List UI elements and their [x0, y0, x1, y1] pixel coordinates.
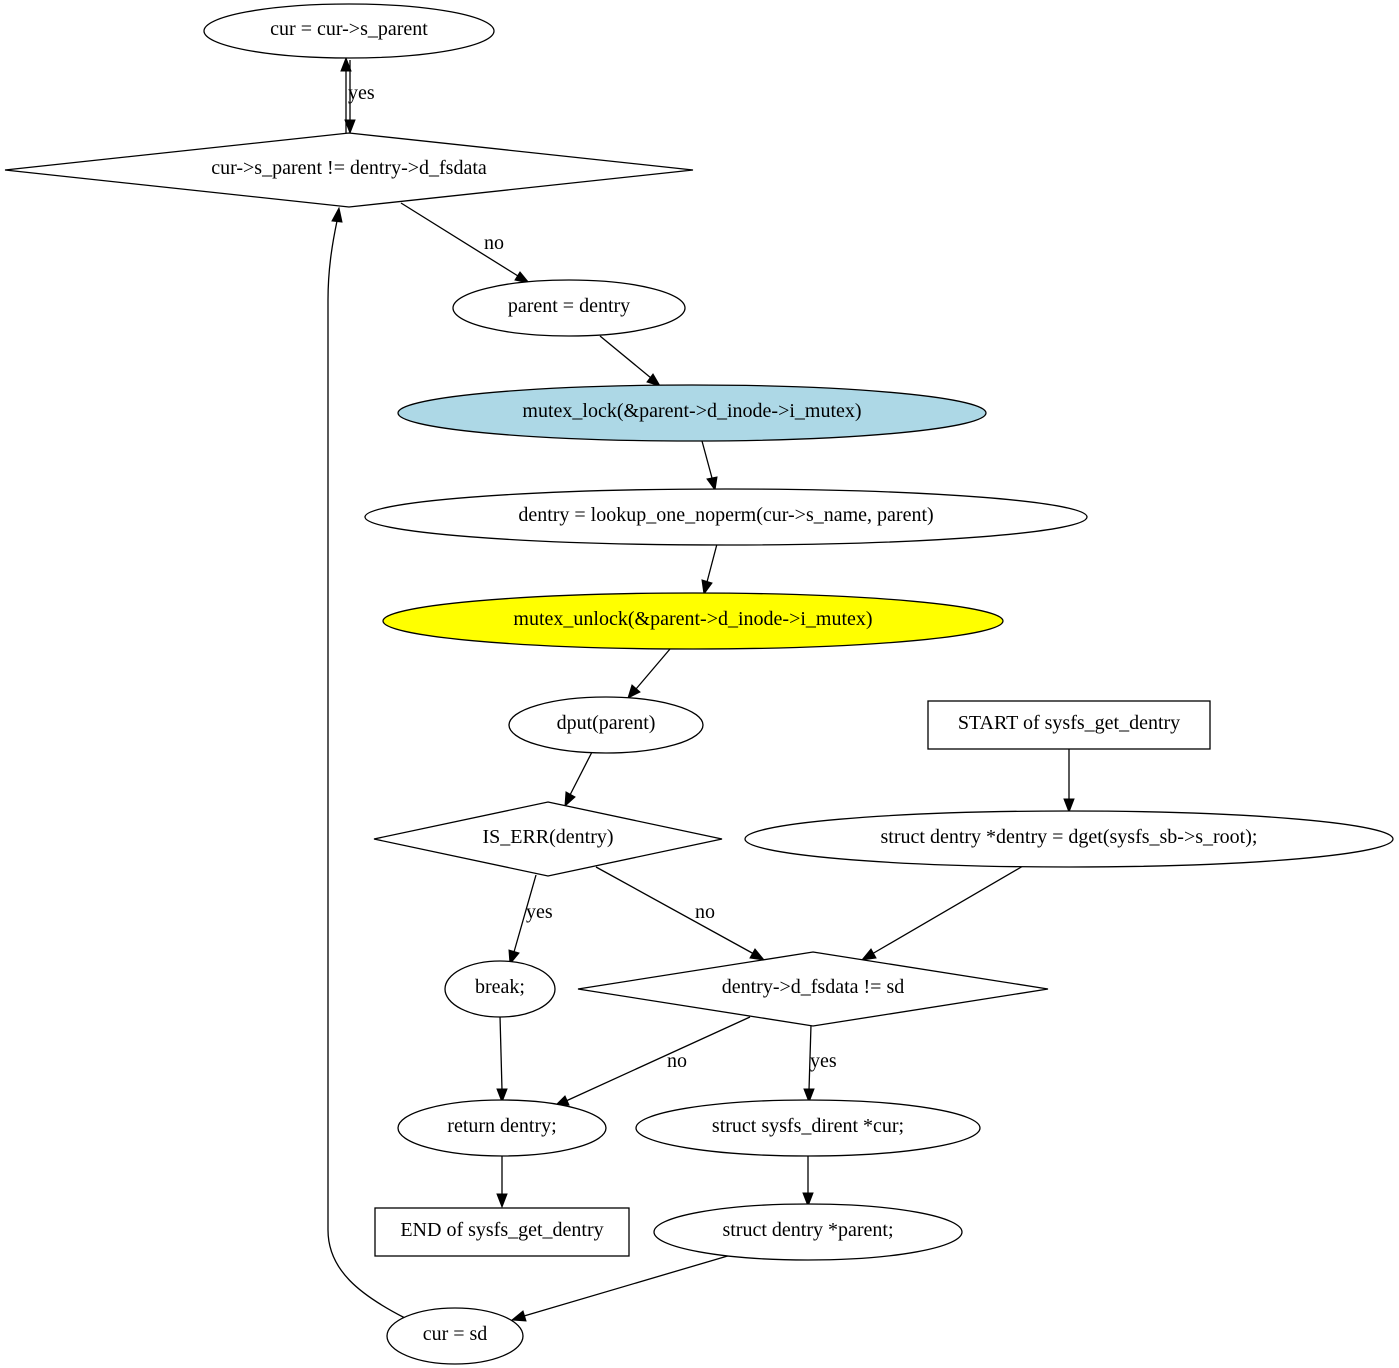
- node-cur-parent-label: cur = cur->s_parent: [270, 18, 428, 40]
- node-mutex-lock[interactable]: mutex_lock(&parent->d_inode->i_mutex): [397, 384, 987, 442]
- edge-cond-fsdata-to-return: [553, 1016, 751, 1107]
- edge-start-to-dget: [1063, 749, 1075, 814]
- edge-mutex-lock-to-lookup: [701, 440, 718, 492]
- edge-parent-dentry-to-mutex-lock: [599, 335, 662, 387]
- node-start[interactable]: START of sysfs_get_dentry: [927, 700, 1211, 750]
- node-break-label: break;: [475, 976, 525, 998]
- node-decl-parent[interactable]: struct dentry *parent;: [653, 1203, 963, 1261]
- node-mutex-unlock-label: mutex_unlock(&parent->d_inode->i_mutex): [513, 608, 872, 630]
- edge-cur-sd-to-cond-parent: [327, 206, 406, 1319]
- node-cur-sd[interactable]: cur = sd: [386, 1307, 524, 1365]
- node-decl-parent-label: struct dentry *parent;: [722, 1219, 893, 1241]
- node-dput[interactable]: dput(parent): [508, 696, 704, 754]
- edge-lookup-to-mutex-unlock: [701, 543, 718, 596]
- edge-label-no-err: no: [695, 901, 715, 923]
- node-cond-fsdata[interactable]: dentry->d_fsdata != sd: [577, 951, 1049, 1027]
- edge-cond-parent-to-parent-dentry: [400, 202, 531, 284]
- node-mutex-unlock[interactable]: mutex_unlock(&parent->d_inode->i_mutex): [382, 592, 1004, 650]
- node-cond-parent[interactable]: cur->s_parent != dentry->d_fsdata: [4, 132, 694, 208]
- node-parent-dentry[interactable]: parent = dentry: [452, 279, 686, 337]
- edge-is-err-to-break: [508, 874, 537, 966]
- node-break[interactable]: break;: [444, 960, 556, 1018]
- edge-labels: yes no yes no no yes: [348, 82, 837, 1072]
- edge-cur-parent-to-cond-parent: [344, 60, 356, 135]
- edge-label-yes-parent: yes: [348, 82, 375, 104]
- node-mutex-lock-label: mutex_lock(&parent->d_inode->i_mutex): [522, 400, 861, 422]
- node-is-err-label: IS_ERR(dentry): [482, 826, 613, 848]
- node-end[interactable]: END of sysfs_get_dentry: [374, 1207, 630, 1257]
- edge-dget-to-cond-fsdata: [860, 865, 1024, 961]
- edge-label-no-parent: no: [484, 232, 504, 254]
- edge-decl-cur-to-decl-parent: [802, 1155, 814, 1208]
- node-cond-parent-label: cur->s_parent != dentry->d_fsdata: [211, 157, 487, 179]
- node-is-err[interactable]: IS_ERR(dentry): [373, 801, 723, 877]
- edge-return-to-end: [496, 1155, 508, 1209]
- node-dget-label: struct dentry *dentry = dget(sysfs_sb->s…: [881, 826, 1258, 848]
- edge-cond-fsdata-to-decl-cur: [803, 1024, 815, 1104]
- edge-break-to-return: [496, 1015, 508, 1104]
- edge-label-no-fsdata: no: [667, 1050, 687, 1072]
- node-dget[interactable]: struct dentry *dentry = dget(sysfs_sb->s…: [744, 810, 1394, 868]
- edge-is-err-to-cond-fsdata: [595, 866, 766, 961]
- node-return-label: return dentry;: [447, 1115, 556, 1137]
- node-lookup-label: dentry = lookup_one_noperm(cur->s_name, …: [518, 504, 933, 526]
- node-decl-cur[interactable]: struct sysfs_dirent *cur;: [635, 1099, 981, 1157]
- node-return[interactable]: return dentry;: [397, 1099, 607, 1157]
- node-cur-sd-label: cur = sd: [423, 1323, 488, 1345]
- nodes: cur = cur->s_parent cur->s_parent != den…: [4, 3, 1394, 1365]
- node-start-label: START of sysfs_get_dentry: [958, 712, 1180, 734]
- node-parent-dentry-label: parent = dentry: [508, 295, 630, 317]
- edge-label-yes-fsdata: yes: [810, 1050, 837, 1072]
- edges: [327, 56, 1075, 1322]
- node-cur-parent[interactable]: cur = cur->s_parent: [203, 3, 495, 59]
- edge-label-yes-err: yes: [526, 901, 553, 923]
- node-end-label: END of sysfs_get_dentry: [400, 1219, 603, 1241]
- edge-decl-parent-to-cur-sd: [510, 1254, 732, 1322]
- node-decl-cur-label: struct sysfs_dirent *cur;: [712, 1115, 904, 1137]
- node-dput-label: dput(parent): [557, 712, 656, 734]
- node-cond-fsdata-label: dentry->d_fsdata != sd: [722, 976, 905, 998]
- edge-mutex-unlock-to-dput: [627, 648, 671, 699]
- node-lookup[interactable]: dentry = lookup_one_noperm(cur->s_name, …: [364, 488, 1088, 546]
- edge-dput-to-is-err: [564, 751, 593, 808]
